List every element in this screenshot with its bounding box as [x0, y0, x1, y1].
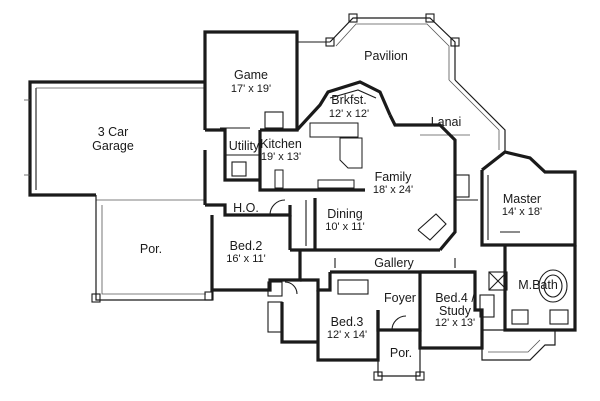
pavilion-label: Pavilion	[364, 49, 408, 63]
breakfast-structure	[295, 80, 392, 132]
left-porch-label: Por.	[140, 242, 162, 256]
master-structure	[480, 150, 577, 247]
garage-label-line2: Garage	[92, 139, 134, 153]
bed2-size: 16' x 11'	[226, 253, 265, 265]
brkfst-label: Brkfst.	[331, 93, 366, 107]
bed4-size: 12' x 13'	[435, 317, 475, 329]
family-structure	[388, 114, 478, 252]
dining-size: 10' x 11'	[325, 221, 364, 233]
garage-label-line1: 3 Car	[98, 125, 129, 139]
bed3-label: Bed.3	[331, 315, 364, 329]
bed4-label-line2: Study	[439, 304, 472, 318]
gallery-label: Gallery	[374, 256, 414, 270]
pavilion-structure	[325, 13, 460, 80]
kitchen-structure	[258, 122, 365, 192]
garage-structure	[24, 80, 207, 205]
bed2-label: Bed.2	[230, 239, 263, 253]
brkfst-size: 12' x 12'	[329, 108, 369, 120]
foyer-structure	[373, 272, 425, 381]
mbath-label: M.Bath	[518, 278, 558, 292]
lanai-label: Lanai	[431, 115, 462, 129]
front-porch-label: Por.	[390, 346, 412, 360]
ho-label: H.O.	[233, 201, 259, 215]
utility-structure	[205, 128, 292, 217]
utility-label: Utility	[229, 139, 260, 153]
foyer-label: Foyer	[384, 291, 416, 305]
family-label: Family	[375, 170, 413, 184]
family-size: 18' x 24'	[373, 184, 413, 196]
bed3-size: 12' x 14'	[327, 329, 367, 341]
kitchen-label: Kitchen	[260, 137, 302, 151]
game-room-structure	[203, 30, 330, 132]
bed4-label-line1: Bed.4 /	[435, 291, 475, 305]
game-label: Game	[234, 68, 268, 82]
bed4-structure	[418, 270, 556, 361]
master-size: 14' x 18'	[502, 206, 542, 218]
dining-label: Dining	[327, 207, 362, 221]
left-porch-structure	[91, 195, 214, 303]
bed2-structure	[210, 215, 302, 333]
dining-structure	[288, 198, 317, 250]
kitchen-size: 19' x 13'	[261, 151, 301, 163]
master-label: Master	[503, 192, 541, 206]
game-size: 17' x 19'	[231, 83, 271, 95]
lanai-structure	[420, 79, 506, 152]
master-bath-structure	[488, 245, 577, 332]
